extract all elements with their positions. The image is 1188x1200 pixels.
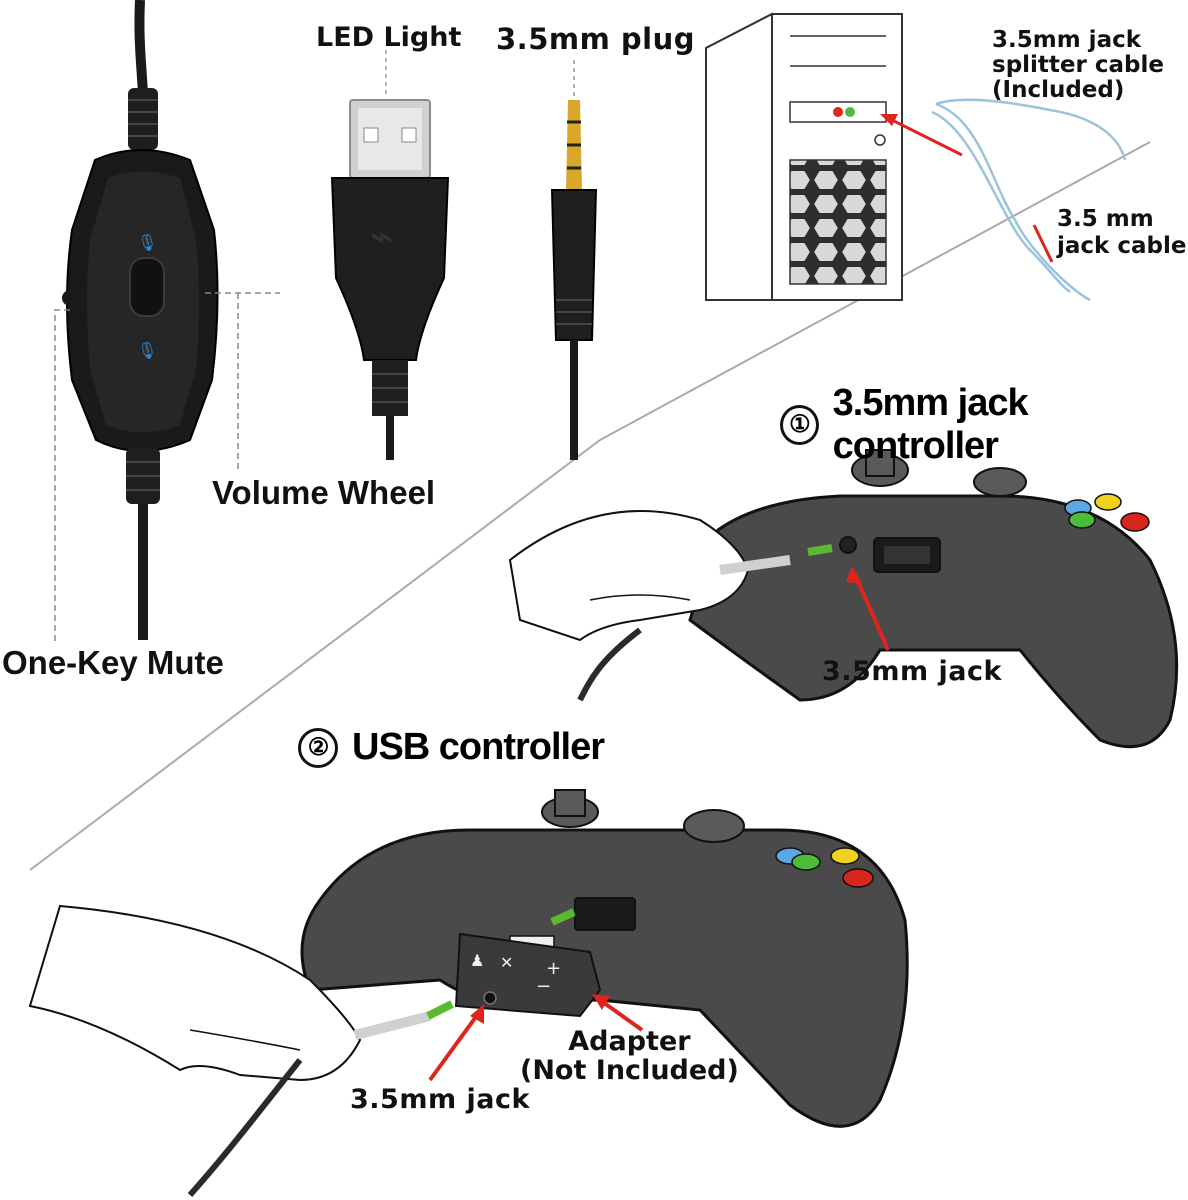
inline-remote: 🎙 🎙 [54,0,280,645]
controller-1-jack-label: 3.5mm jack [822,656,1002,687]
volume-wheel-label: Volume Wheel [212,474,436,511]
jack-cable-label: 3.5 mm jack cable [1057,206,1187,259]
jack-cable-arrow [1032,224,1054,263]
audio-plug [550,60,598,460]
section-1-title-text: 3.5mm jack controller [832,382,1029,467]
one-key-mute-label: One-Key Mute [2,644,224,681]
splitter-cable-label: 3.5mm jack splitter cable (Included) [992,27,1164,103]
controller-1-green-arrow [807,544,833,556]
section-1-title: ① 3.5mm jack controller [780,382,1188,468]
mic-led-bottom-icon: 🎙 [137,341,157,360]
controller-1 [688,449,1179,749]
section-2-title: ② USB controller [298,726,605,769]
section-2-title-text: USB controller [352,726,605,768]
mic-led-top-icon: 🎙 [137,233,157,252]
adapter-plus-icon: + [546,958,561,979]
adapter-mute-icon: ✕ [500,953,513,972]
usb-logo-icon: ⌁ [370,214,394,260]
controller-1-jack-port [839,536,857,554]
headset-adapter: ♟ ✕ + − [454,932,602,1018]
audio-plug-label: 3.5mm plug [496,22,696,56]
adapter-label: Adapter (Not Included) [520,1026,739,1086]
controller-1-red-arrow [853,573,890,651]
mute-button-side [62,290,78,306]
hand-1 [508,510,791,702]
controller-2-red-arrow-jack [428,1012,480,1082]
section-1-number: ① [780,405,819,445]
section-2-number: ② [298,727,338,768]
hand-2 [28,904,432,1197]
controller-2-jack-label: 3.5mm jack [350,1084,530,1115]
led-light-label: LED Light [316,22,462,53]
controller-2-green-arrow-adapter [426,1000,454,1020]
splitter-arrow [887,116,963,157]
divider-line-lower [29,439,601,871]
usb-plug: ⌁ [330,50,450,460]
controller-2-red-arrow-adapter [598,998,644,1032]
adapter-minus-icon: − [536,976,551,997]
splitter-cable [931,98,1127,302]
controller-2-green-arrow-port [550,908,576,926]
adapter-jack-port [483,991,497,1005]
adapter-chat-icon: ♟ [470,951,484,970]
pc-tower [705,12,903,301]
